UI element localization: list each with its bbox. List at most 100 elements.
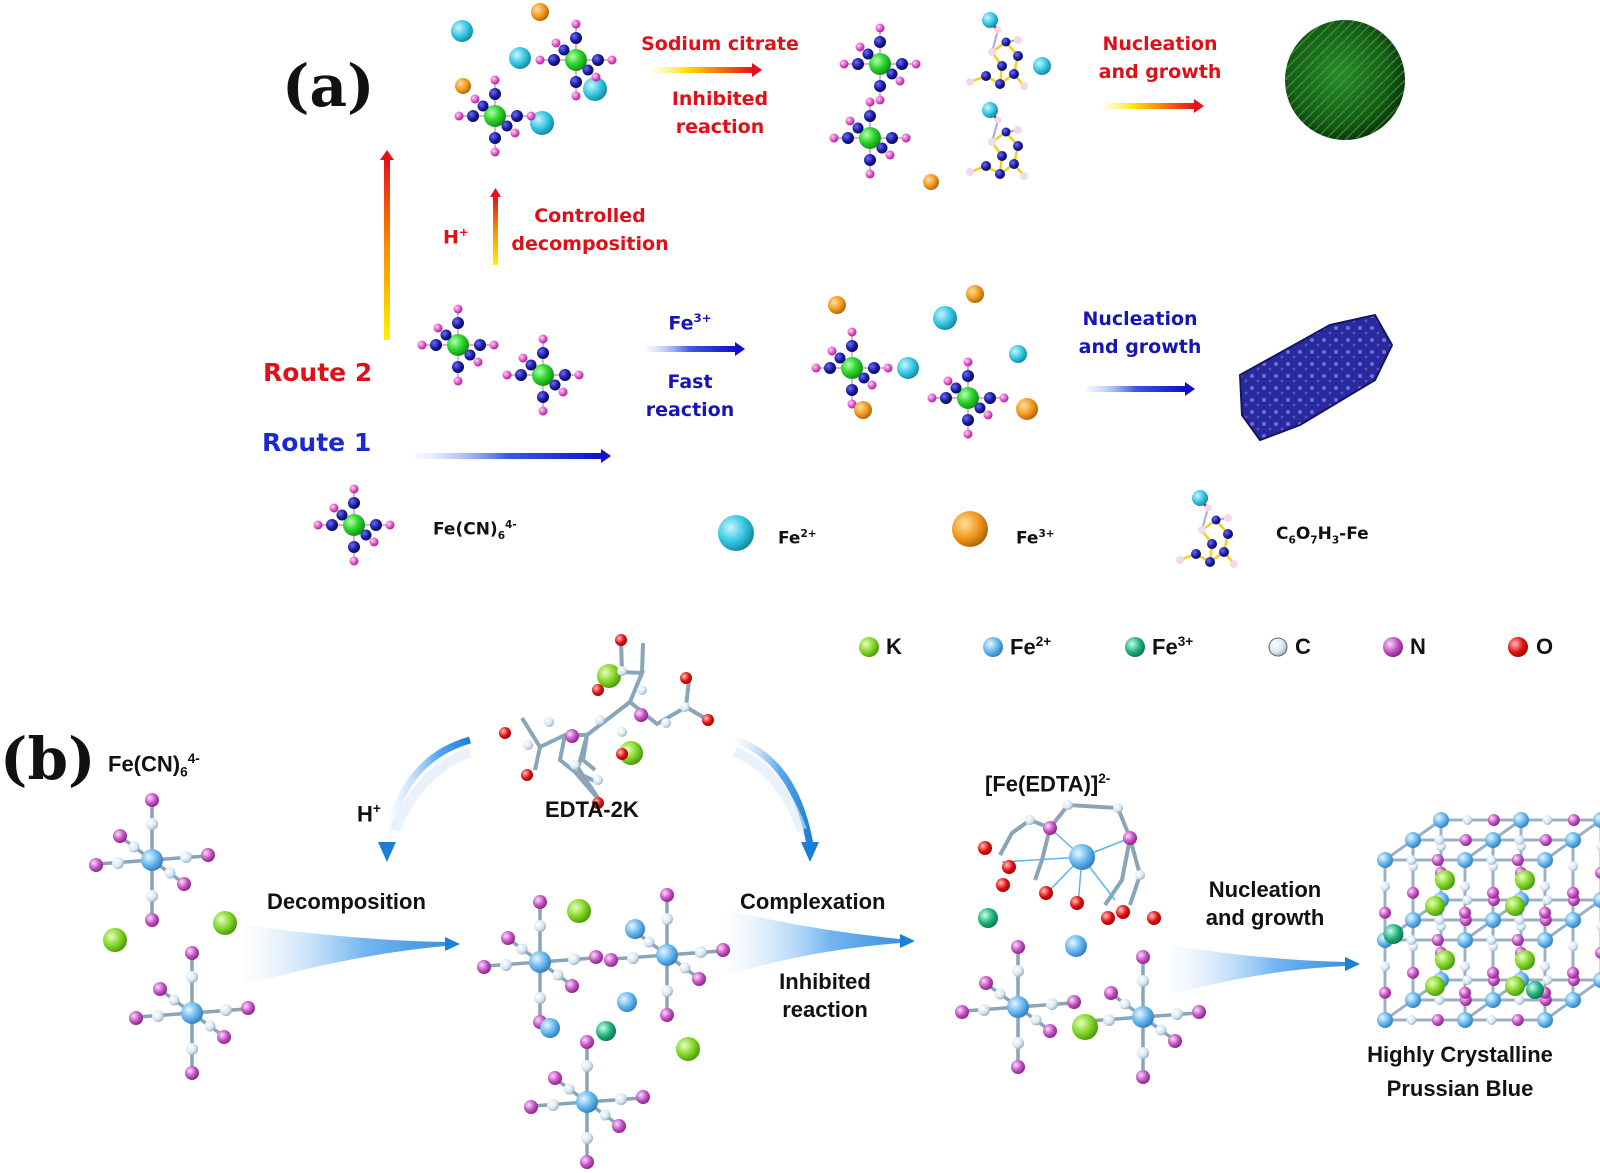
n-atom-icon [1383,637,1403,657]
lattice-atom [1462,895,1473,905]
lattice-atom [1434,995,1445,1005]
lattice-atom [1459,986,1471,999]
lattice-atom [1425,976,1445,996]
arrow-route2-up [380,150,394,340]
lattice-atom [1511,1014,1524,1026]
legend-n: N [1410,634,1426,659]
fast-reaction-intermediate [810,285,1038,440]
lattice-atom [1486,855,1497,865]
product-label-line1: Highly Crystalline [1367,1042,1553,1067]
fe2-atom-icon [983,637,1003,657]
lattice-atom [1539,906,1551,919]
arrow-sodium-citrate [650,63,762,77]
fe3-sphere-icon [952,511,988,547]
arrow-complexation [727,910,915,975]
edta-2k-label: EDTA-2K [545,797,639,822]
nucleation-label-bottom: Nucleation [1082,308,1198,330]
route-1-label: Route 1 [262,428,372,457]
lattice-atom [1462,815,1473,825]
legend-ferrocyanide: Fe(CN)64- [433,519,517,543]
lattice-atom [1567,966,1579,979]
lattice-atom [1514,835,1525,845]
legend-fe3-b: Fe3+ [1152,634,1194,660]
lattice-atom [1377,852,1393,868]
lattice-atom [1515,870,1535,890]
lattice-atom [1568,941,1578,952]
legend-fe3: Fe3+ [1016,528,1055,549]
lattice-atom [1377,1012,1393,1028]
lattice-atom [1434,835,1445,845]
lattice-atom [1511,854,1524,866]
lattice-atom [1406,935,1417,945]
lattice-atom [1505,896,1525,916]
route-2-label: Route 2 [263,358,373,387]
k-atom-icon [859,637,879,657]
lattice-atom [1567,814,1580,826]
legend-a-graphics [312,483,1240,570]
citrate-fe-complex-icon [1174,488,1240,570]
fe2-sphere-icon [718,515,754,551]
lattice-atom [1568,861,1578,872]
complexation-label: Complexation [740,889,886,914]
lattice-atom [1542,975,1553,985]
arrow-nucleation-b [1170,945,1360,995]
decomposed-intermediate [475,886,732,1171]
fe3-atom-icon [1125,637,1145,657]
lattice-atom [1487,886,1499,899]
growth-label-b: and growth [1205,905,1325,930]
lattice-atom [1567,886,1579,899]
arrow-decomposition [245,925,460,985]
growth-label-bottom: and growth [1078,336,1202,358]
lattice-atom [1380,881,1390,892]
lattice-atom [1595,946,1600,959]
nucleation-label-b: Nucleation [1208,877,1322,902]
lattice-atom [1514,995,1525,1005]
lattice-atom [1383,924,1404,944]
o-atom-icon [1508,637,1528,657]
lattice-atom [1405,832,1421,848]
lattice-atom [1380,961,1390,972]
legend-o: O [1536,634,1554,659]
fast-label: Fast [667,371,713,393]
lattice-atom [1462,975,1473,985]
legend-fe2-b: Fe2+ [1010,634,1052,660]
arrow-nucleation-top [1102,99,1204,113]
fe-edta-label: [Fe(EDTA)]2- [985,771,1111,797]
arrow-h-plus-curve [378,736,472,862]
controlled-label: Controlled [534,205,646,227]
lattice-atom [1457,852,1473,868]
fe-edta-complex [978,800,1161,925]
fe3-reagent-label: Fe3+ [668,311,712,335]
lattice-atom [1460,881,1470,892]
lattice-atom [1487,814,1500,826]
edta-2k-molecule [499,634,714,809]
lattice-atom [1593,972,1600,988]
lattice-atom [1485,912,1501,928]
lattice-atom [1486,935,1497,945]
arrow-nucleation-bottom [1085,382,1195,396]
lattice-atom [1431,934,1444,946]
c-atom-icon [1268,637,1288,657]
citrate-intermediate [828,10,1051,190]
lattice-atom [1565,832,1581,848]
lattice-atom [1405,912,1421,928]
panel-a-graphics [312,3,1405,570]
lattice-atom [1513,812,1529,828]
lattice-atom [1459,834,1472,846]
arrow-route1 [415,449,611,463]
lattice-atom [1542,895,1553,905]
lattice-atom [1542,815,1553,825]
lattice-atom [1565,912,1581,928]
panel-b-graphics [87,634,1600,1171]
lattice-atom [1379,986,1391,999]
lattice-atom [1485,992,1501,1008]
growth-label-top: and growth [1098,61,1222,83]
lattice-atom [1596,841,1600,852]
fast-reaction-label: reaction [645,399,735,421]
inhibited-label-b: Inhibited [779,969,871,994]
lattice-atom [1514,915,1525,925]
lattice-atom [1435,870,1455,890]
starting-ferrocyanide [87,791,257,1082]
h-plus-label-b: H+ [357,801,381,827]
lattice-atom [1407,886,1419,899]
